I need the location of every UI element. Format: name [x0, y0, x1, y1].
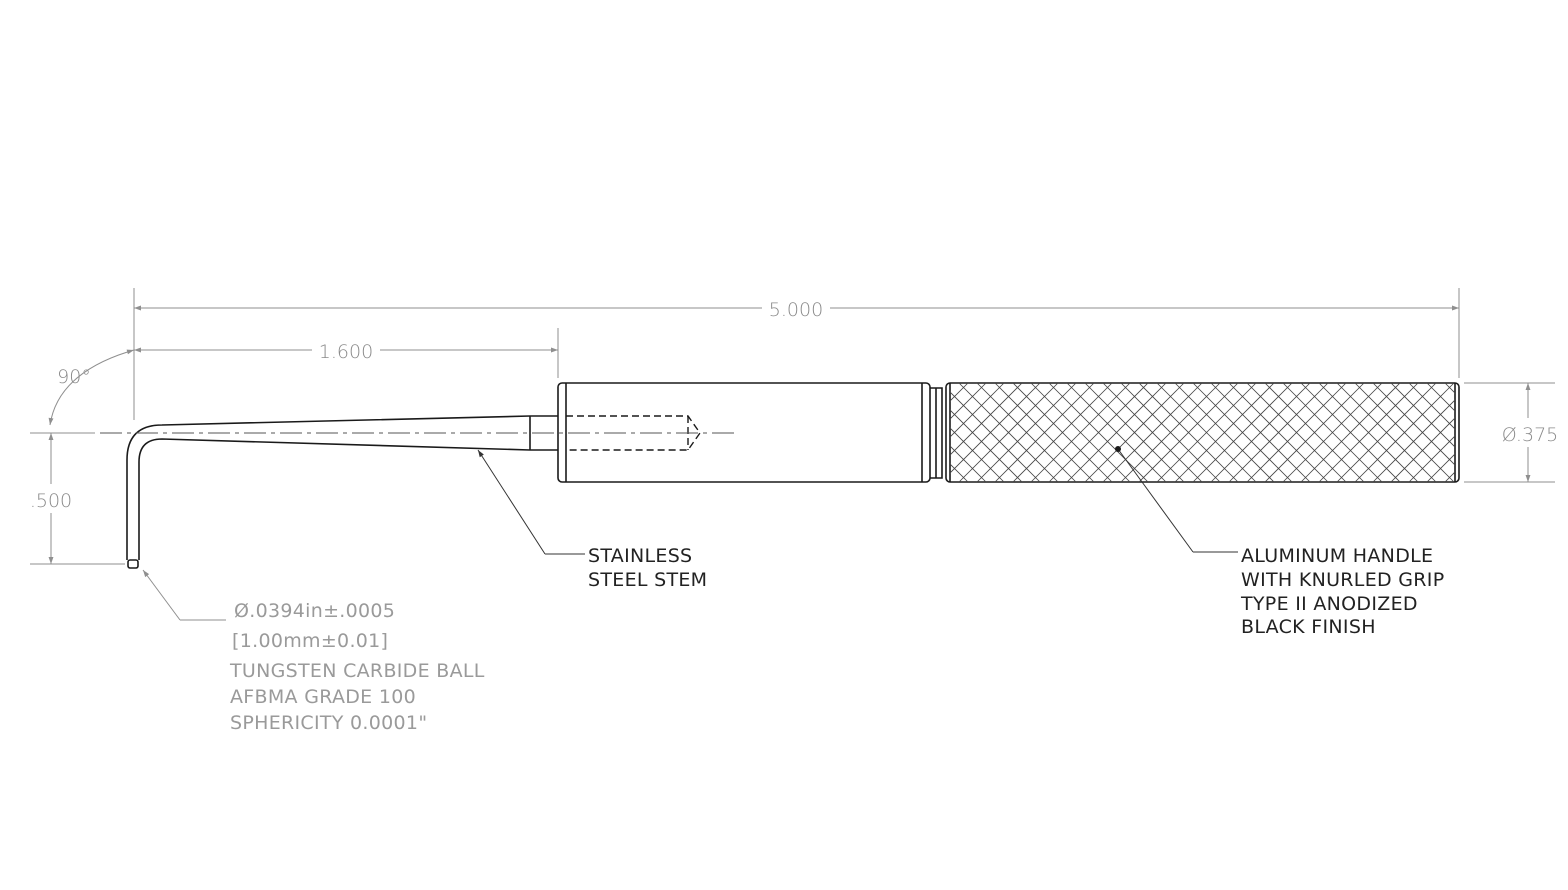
ball-material-line-3: SPHERICITY 0.0001" — [230, 712, 427, 734]
dimension-bend-angle: 90° — [48, 349, 135, 426]
knurl-line — [1120, 383, 1221, 482]
bend-angle-label: 90° — [57, 366, 91, 388]
dimension-handle-diameter: Ø.375 — [1502, 383, 1559, 482]
knurl-line — [1084, 383, 1185, 482]
knurl-line — [958, 383, 1059, 482]
knurl-line — [950, 445, 987, 482]
knurl-pattern — [950, 383, 1455, 482]
knurl-line — [950, 383, 1005, 438]
knurl-line — [1246, 383, 1347, 482]
ball-spec-line-1: Ø.0394in±.0005 — [234, 600, 395, 622]
handle-callout-line-2: WITH KNURLED GRIP — [1241, 569, 1444, 591]
knurl-line — [950, 463, 969, 482]
knurl-line — [976, 383, 1077, 482]
knurl-line — [1426, 453, 1455, 482]
knurl-line — [1408, 435, 1455, 482]
knurl-line — [1228, 383, 1329, 482]
knurl-line — [1282, 383, 1383, 482]
knurl-line — [950, 383, 987, 420]
knurl-line — [1174, 383, 1275, 482]
knurl-line — [1030, 383, 1131, 482]
knurl-line — [1426, 383, 1455, 412]
ball-spec-line-2: [1.00mm±0.01] — [232, 630, 388, 652]
stem-length-label: 1.600 — [319, 341, 373, 363]
knurl-line — [1102, 383, 1203, 482]
knurl-line — [1012, 383, 1113, 482]
handle-callout-line-4: BLACK FINISH — [1241, 616, 1376, 638]
ball-material-line-1: TUNGSTEN CARBIDE BALL — [229, 660, 485, 682]
handle-callout-line-1: ALUMINUM HANDLE — [1241, 545, 1433, 567]
ball-offset-label: .500 — [30, 490, 72, 512]
knurl-line — [1264, 383, 1365, 482]
knurl-line — [1156, 383, 1257, 482]
knurl-line — [950, 481, 951, 482]
handle-diameter-label: Ø.375 — [1502, 424, 1559, 446]
stem-callout: STAINLESS STEEL STEM — [477, 449, 707, 591]
dimension-ball-offset: .500 — [30, 433, 72, 564]
knurl-line — [1192, 383, 1293, 482]
stem-callout-line-2: STEEL STEM — [588, 569, 707, 591]
ball-callout: Ø.0394in±.0005 [1.00mm±0.01] TUNGSTEN CA… — [142, 569, 485, 734]
knurl-line — [1408, 383, 1455, 430]
handle-callout: ALUMINUM HANDLE WITH KNURLED GRIP TYPE I… — [1115, 446, 1444, 638]
knurl-line — [1210, 383, 1311, 482]
knurl-line — [950, 383, 1023, 456]
knurl-line — [1372, 399, 1455, 482]
knurl-line — [1300, 383, 1401, 482]
dimension-stem-length: 1.600 — [134, 341, 558, 363]
knurl-line — [950, 383, 951, 384]
handle-callout-line-3: TYPE II ANODIZED — [1240, 593, 1418, 615]
knurl-line — [1138, 383, 1239, 482]
dimension-overall-length: 5.000 — [134, 299, 1459, 321]
stem-callout-line-1: STAINLESS — [588, 545, 692, 567]
overall-length-label: 5.000 — [769, 299, 823, 321]
knurl-line — [1354, 383, 1455, 482]
knurl-line — [1318, 383, 1419, 482]
knurl-line — [994, 383, 1095, 482]
knurl-line — [1336, 383, 1437, 482]
probe-body — [126, 382, 1460, 569]
knurl-line — [950, 383, 1041, 474]
ball-material-line-2: AFBMA GRADE 100 — [230, 686, 416, 708]
knurl-line — [950, 383, 969, 402]
knurl-line — [1048, 383, 1149, 482]
knurl-line — [1390, 417, 1455, 482]
knurl-line — [1066, 383, 1167, 482]
